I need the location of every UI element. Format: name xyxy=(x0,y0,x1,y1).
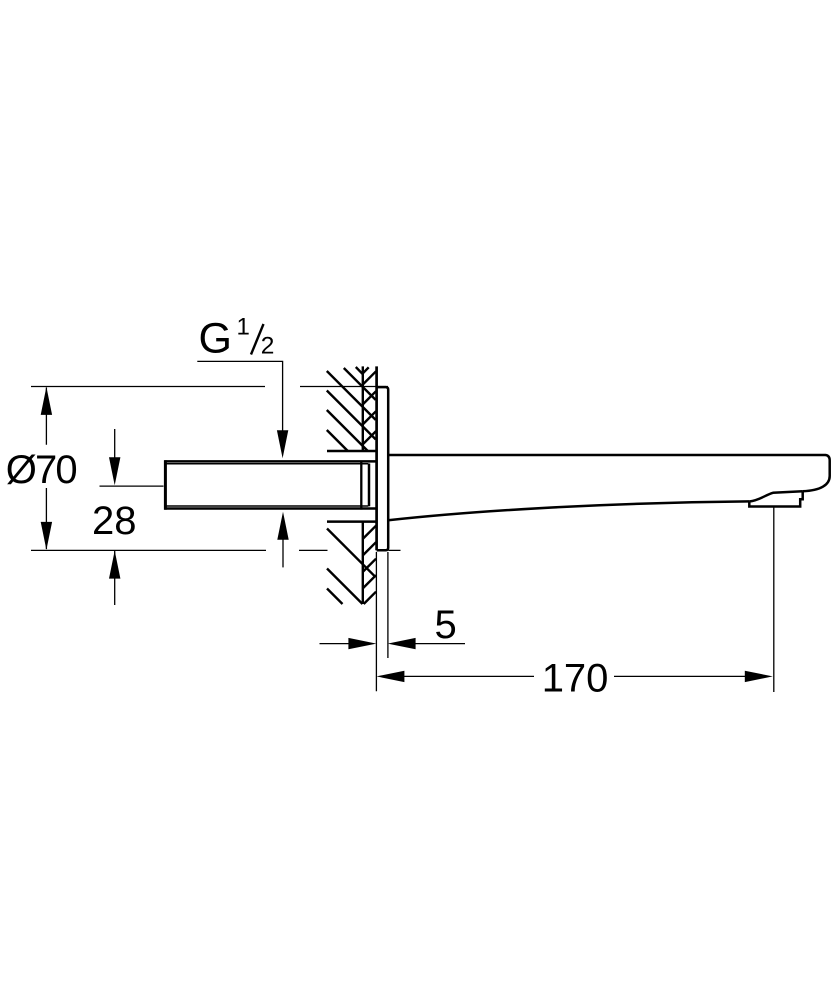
svg-text:170: 170 xyxy=(542,657,609,701)
svg-text:G: G xyxy=(199,315,232,363)
svg-text:1: 1 xyxy=(237,314,250,341)
svg-text:2: 2 xyxy=(261,333,275,360)
svg-text:Ø70: Ø70 xyxy=(6,448,78,492)
svg-text:28: 28 xyxy=(92,499,137,543)
svg-text:5: 5 xyxy=(435,603,457,647)
